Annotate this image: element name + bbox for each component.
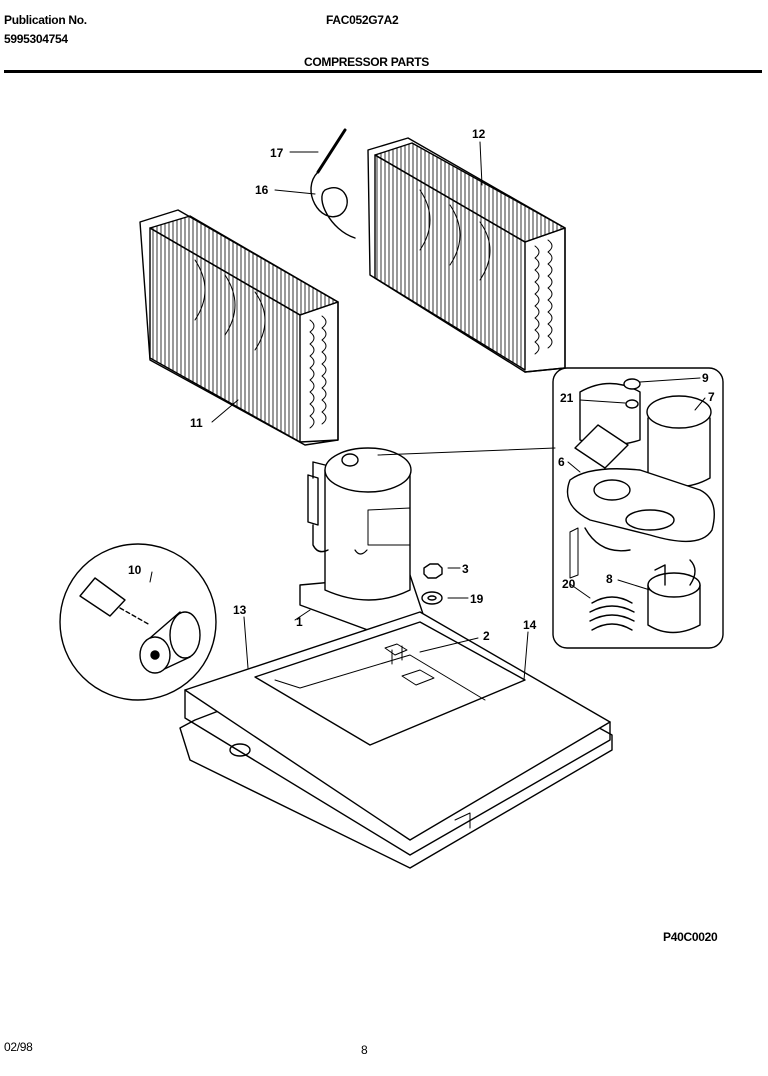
callout-7: 7 bbox=[708, 390, 715, 404]
callout-19: 19 bbox=[470, 592, 484, 606]
callout-21: 21 bbox=[560, 391, 574, 405]
image-code: P40C0020 bbox=[663, 930, 718, 944]
callout-1: 1 bbox=[296, 615, 303, 629]
leader-lines bbox=[149, 141, 706, 681]
header-rule bbox=[4, 70, 762, 73]
callout-9: 9 bbox=[702, 371, 709, 385]
page-number: 8 bbox=[361, 1043, 368, 1057]
model-number: FAC052G7A2 bbox=[326, 13, 399, 27]
callout-6: 6 bbox=[558, 455, 565, 469]
publication-date: 02/98 bbox=[4, 1040, 33, 1054]
callout-16: 16 bbox=[255, 183, 269, 197]
section-title: COMPRESSOR PARTS bbox=[304, 55, 429, 69]
inset-overload bbox=[59, 543, 217, 701]
callout-10: 10 bbox=[128, 563, 142, 577]
publication-label: Publication No. bbox=[4, 13, 87, 27]
callout-2: 2 bbox=[483, 629, 490, 643]
callout-12: 12 bbox=[472, 127, 486, 141]
callout-3: 3 bbox=[462, 562, 469, 576]
inset-capacitor bbox=[552, 367, 724, 649]
nut-and-washer bbox=[421, 563, 443, 605]
callout-20: 20 bbox=[562, 577, 576, 591]
callout-14: 14 bbox=[523, 618, 537, 632]
base-pan bbox=[179, 611, 613, 869]
callout-labels: 1 2 3 6 7 8 9 10 11 12 13 14 16 17 19 20… bbox=[128, 127, 715, 643]
callout-17: 17 bbox=[270, 146, 284, 160]
callout-8: 8 bbox=[606, 572, 613, 586]
callout-13: 13 bbox=[233, 603, 247, 617]
publication-number: 5995304754 bbox=[4, 32, 68, 46]
condenser-coil bbox=[367, 137, 566, 373]
callout-11: 11 bbox=[190, 416, 203, 430]
capillary-tube bbox=[310, 128, 356, 239]
evaporator-coil bbox=[139, 209, 339, 446]
compressor bbox=[299, 447, 426, 641]
